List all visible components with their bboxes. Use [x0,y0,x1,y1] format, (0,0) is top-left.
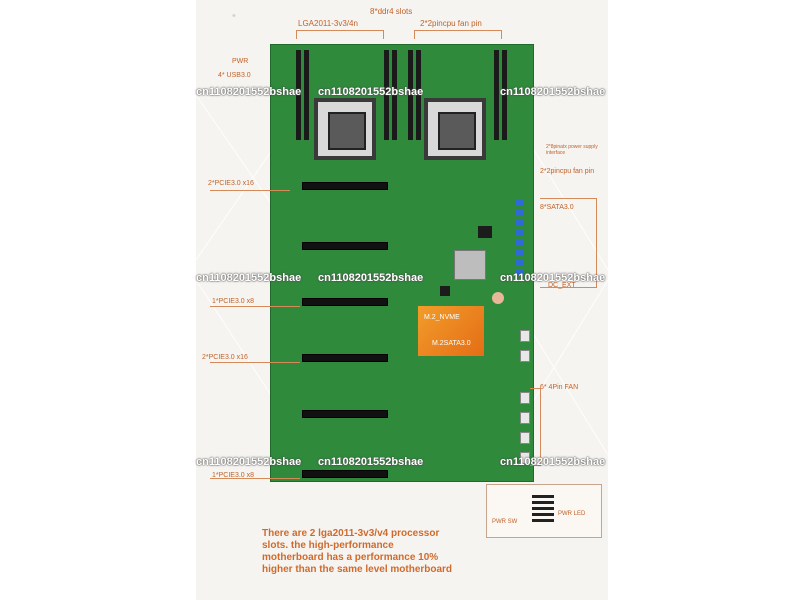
callout-bracket [530,388,541,466]
corner-mark: • [232,10,236,22]
m2-nvme-label: M.2_NVME [424,314,460,321]
watermark: cn1108201552bshae [500,86,606,98]
sata-port [516,200,524,206]
sata-port [516,230,524,236]
callout-line [210,190,290,191]
pcie-slot [302,410,388,418]
cpu-socket-1 [314,98,376,160]
fan-header [520,412,530,424]
power-supply-label: 2*8pinatx power supply interface [546,144,598,156]
dimm-slot [304,50,309,140]
watermark: cn1108201552bshae [318,272,424,284]
m2-sata-label: M.2SATA3.0 [432,340,471,347]
watermark: cn1108201552bshae [318,456,424,468]
dimm-slot [494,50,499,140]
description-line: There are 2 lga2011-3v3/v4 processor [262,528,440,539]
description-line: higher than the same level motherboard [262,564,453,575]
callout-line [210,306,300,307]
watermark: cn1108201552bshae [196,272,302,284]
cmos-battery [492,292,504,304]
m2-slot-sticker: M.2_NVME M.2SATA3.0 [418,306,484,356]
description-line: slots. the high-performance [262,540,394,551]
fan-4pin-label: 6* 4Pin FAN [540,384,579,391]
dimm-slot [416,50,421,140]
front-panel-header [532,494,554,522]
chipset-heatsink [454,250,486,280]
sata-label: 8*SATA3.0 [540,204,574,211]
cpu-socket-2 [424,98,486,160]
dimm-slot [392,50,397,140]
dimm-slot [384,50,389,140]
pcie-slot [302,298,388,306]
sata-port [516,210,524,216]
dc-ext-label: DC_EXT [548,282,576,289]
dimm-slot [408,50,413,140]
callout-bracket [540,198,597,288]
ddr4-label: 8*ddr4 slots [370,7,413,16]
fan-header [520,432,530,444]
callout-bracket [296,30,384,39]
pcie-x8-label: 1*PCIE3.0 x8 [212,298,255,305]
sata-port [516,270,524,276]
sata-port [516,260,524,266]
fan-header [520,452,530,464]
fan-header [520,330,530,342]
chip [440,286,450,296]
pwr-sw-label: PWR SW [492,519,518,525]
sata-port [516,250,524,256]
pcie-x16-mid-label: 2*PCIE3.0 x16 [202,354,248,361]
watermark: cn1108201552bshae [500,272,606,284]
fan-right-label: 2*2pincpu fan pin [540,168,595,175]
pwr-led-label: PWR LED [558,511,586,517]
watermark: cn1108201552bshae [196,456,302,468]
watermark: cn1108201552bshae [500,456,606,468]
callout-line [210,362,300,363]
sata-port [516,240,524,246]
description-line: motherboard has a performance 10% [262,552,439,563]
pcie-x8-bottom-label: 1*PCIE3.0 x8 [212,472,255,479]
fan-header [520,350,530,362]
pcie-slot [302,470,388,478]
pcie-slot [302,242,388,250]
pwr-label: PWR [232,58,249,65]
fan-header [520,392,530,404]
callout-bracket [414,30,502,39]
callout-line [210,478,300,479]
usb-label: 4* USB3.0 [218,72,251,79]
dimm-slot [502,50,507,140]
dimm-slot [296,50,301,140]
watermark: cn1108201552bshae [196,86,302,98]
pcie-x16-top-label: 2*PCIE3.0 x16 [208,180,254,187]
sata-port [516,220,524,226]
lga-label: LGA2011-3v3/4n [298,19,358,28]
watermark: cn1108201552bshae [318,86,424,98]
pcie-slot [302,182,388,190]
description-text: There are 2 lga2011-3v3/v4 processor slo… [262,528,502,576]
pcie-slot [302,354,388,362]
fan-top-label: 2*2pincpu fan pin [420,19,482,28]
chip [478,226,492,238]
